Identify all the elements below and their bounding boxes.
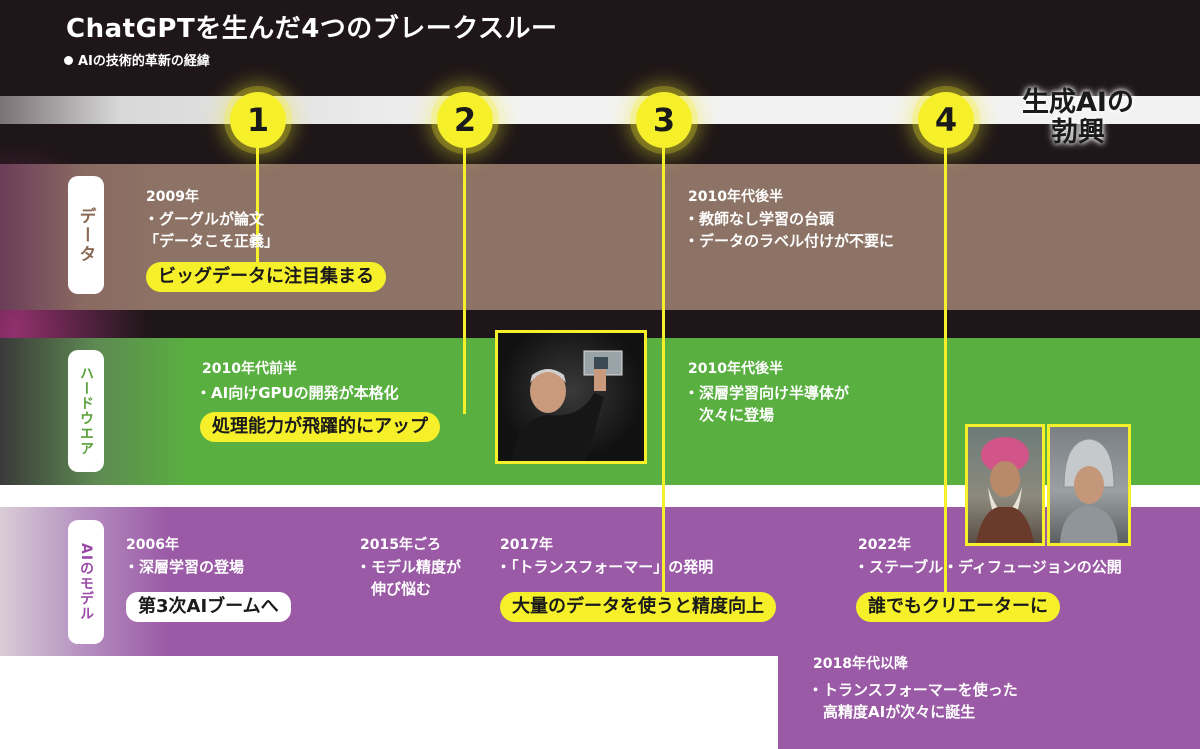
subtitle-text: AIの技術的革新の経緯 [78, 54, 210, 69]
event-text: ・グーグルが論文 「データこそ正義」 [144, 208, 279, 252]
divider-bar [0, 485, 1200, 507]
event-text: ・ステーブル・ディフュージョンの公開 [854, 556, 1122, 578]
event-year: 2015年ごろ [360, 537, 441, 553]
page-subtitle: AIの技術的革新の経緯 [64, 50, 210, 69]
event-line: ・グーグルが論文 [144, 210, 265, 228]
marker-number: 3 [652, 101, 676, 139]
band-label-data: データ [68, 176, 104, 294]
marker-number: 4 [934, 101, 958, 139]
generative-ai-label: 生成AIの 勃興 [1008, 88, 1148, 148]
highlight-pill: 第3次AIブームへ [126, 592, 291, 622]
band-label-text: ハードウエア [78, 366, 94, 456]
bullet-icon [64, 56, 73, 65]
person-holding-chip-photo [495, 330, 647, 464]
connector-line-1 [256, 124, 259, 274]
breakthrough-marker-1: 1 [230, 92, 286, 148]
event-line: ・ステーブル・ディフュージョンの公開 [854, 558, 1122, 576]
connector-line-2 [463, 124, 466, 414]
turban-portrait-illustration [976, 437, 1034, 543]
generated-portrait-knight [1047, 424, 1131, 546]
person-illustration [512, 350, 623, 461]
breakthrough-marker-3: 3 [636, 92, 692, 148]
event-year: 2010年代後半 [688, 361, 783, 377]
event-text: ・トランスフォーマーを使った 高精度AIが次々に誕生 [808, 679, 1018, 723]
event-line: 次々に登場 [684, 406, 775, 424]
event-line: ・教師なし学習の台頭 [684, 210, 835, 228]
event-line: ・モデル精度が [356, 558, 462, 576]
event-year: 2017年 [500, 537, 553, 553]
marker-number: 2 [453, 101, 477, 139]
event-line: ・AI向けGPUの開発が本格化 [196, 384, 399, 402]
timeline-bar [0, 96, 1200, 124]
event-line: 伸び悩む [356, 580, 432, 598]
event-year: 2009年 [146, 189, 199, 205]
event-line: ・「トランスフォーマー」の発明 [496, 558, 714, 576]
event-text: ・「トランスフォーマー」の発明 [496, 556, 713, 578]
generative-ai-line-2: 勃興 [1051, 117, 1105, 148]
event-line: ・トランスフォーマーを使った [808, 681, 1018, 699]
connector-line-4 [944, 124, 947, 594]
event-line: ・データのラベル付けが不要に [684, 232, 895, 250]
highlight-pill: ビッグデータに注目集まる [146, 262, 386, 292]
knight-portrait-illustration [1060, 438, 1118, 543]
generated-portrait-turban [965, 424, 1045, 546]
event-text: ・深層学習の登場 [124, 556, 244, 578]
generative-ai-line-1: 生成AIの [1022, 87, 1134, 118]
event-text: ・AI向けGPUの開発が本格化 [196, 382, 399, 404]
event-text: ・深層学習向け半導体が 次々に登場 [684, 382, 849, 426]
event-line: ・深層学習向け半導体が [684, 384, 850, 402]
highlight-pill: 大量のデータを使うと精度向上 [500, 592, 776, 622]
event-year: 2010年代前半 [202, 361, 297, 377]
event-text: ・モデル精度が 伸び悩む [356, 556, 461, 600]
highlight-pill: 処理能力が飛躍的にアップ [200, 412, 440, 442]
event-line: 「データこそ正義」 [144, 232, 280, 250]
breakthrough-marker-4: 4 [918, 92, 974, 148]
band-label-text: データ [75, 206, 96, 264]
event-text: ・教師なし学習の台頭 ・データのラベル付けが不要に [684, 208, 894, 252]
event-line: ・深層学習の登場 [124, 558, 245, 576]
bottom-purple-box [778, 656, 1200, 749]
event-line: 高精度AIが次々に誕生 [808, 703, 976, 721]
event-year: 2010年代後半 [688, 189, 783, 205]
bottom-blank-area [0, 656, 778, 749]
event-year: 2006年 [126, 537, 179, 553]
band-label-hardware: ハードウエア [68, 350, 104, 472]
band-label-text: AIのモデル [78, 542, 94, 622]
highlight-pill: 誰でもクリエーターに [856, 592, 1060, 622]
connector-line-3 [662, 124, 665, 594]
page-title: ChatGPTを生んだ4つのブレークスルー [66, 14, 558, 44]
marker-number: 1 [246, 101, 270, 139]
band-label-ai-model: AIのモデル [68, 520, 104, 644]
breakthrough-marker-2: 2 [437, 92, 493, 148]
event-year: 2022年 [858, 537, 911, 553]
event-year: 2018年代以降 [813, 656, 908, 672]
